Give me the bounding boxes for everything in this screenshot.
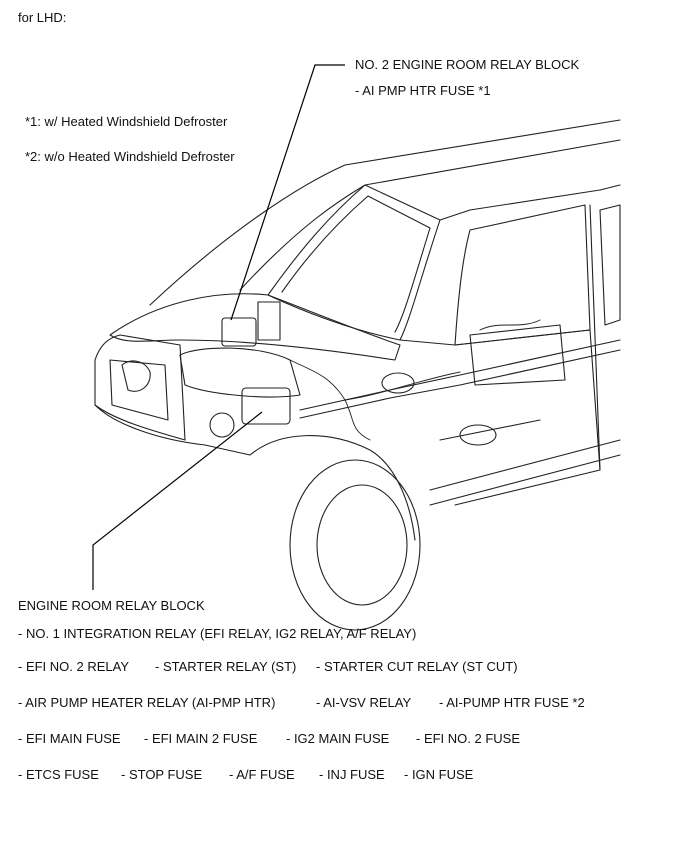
component-item: - STARTER CUT RELAY (ST CUT) [316,659,518,674]
component-item: - EFI MAIN 2 FUSE [144,731,258,746]
callout-top-title: NO. 2 ENGINE ROOM RELAY BLOCK [355,57,580,72]
footnote-1: *1: w/ Heated Windshield Defroster [25,114,228,129]
component-item: - ETCS FUSE [18,767,99,782]
wire-harness [289,319,541,441]
exhaust-pipe-2 [299,349,621,419]
front-fascia [94,334,186,441]
component-item: - IG2 MAIN FUSE [286,731,390,746]
a-pillar [439,184,621,221]
component-item: - EFI NO. 2 RELAY [18,659,130,674]
front-door-outline [399,329,601,506]
front-fender [249,435,416,541]
drive-shaft [439,419,541,441]
catalytic-converter [381,372,415,394]
component-item: - AI-PUMP HTR FUSE *2 [439,695,585,710]
component-item: - STOP FUSE [121,767,203,782]
component-item: - EFI NO. 2 FUSE [416,731,521,746]
component-item: - A/F FUSE [229,767,295,782]
component-item: - INJ FUSE [319,767,385,782]
front-door-window [454,204,591,346]
differential [459,424,497,446]
component-item: - IGN FUSE [404,767,474,782]
alternator-shape [209,412,235,438]
callout-top-item: - AI PMP HTR FUSE *1 [355,83,491,98]
rear-door-window [599,204,621,326]
leader-line-top [230,64,345,321]
relay-block-main-shape [241,387,291,425]
battery-shape [257,301,281,341]
rocker-panel-lower [429,439,621,491]
bumper [94,404,251,456]
callout-bottom-title: ENGINE ROOM RELAY BLOCK [18,598,205,613]
air-pump-shape [121,360,151,392]
windshield-outline [267,184,441,341]
rocker-panel [429,454,621,506]
footnote-2: *2: w/o Heated Windshield Defroster [25,149,235,164]
hood-outline [109,293,401,361]
component-item: - AI-VSV RELAY [316,695,412,710]
scope-label: for LHD: [18,10,67,25]
component-item: - STARTER RELAY (ST) [155,659,297,674]
relay-block-no2-shape [221,317,257,347]
front-wheel-rim [316,484,408,606]
roof-inner-line [239,139,621,291]
engine-intake [179,347,301,398]
b-pillar [589,204,601,471]
grille [109,359,169,421]
component-item: - AIR PUMP HEATER RELAY (AI-PMP HTR) [18,695,276,710]
leader-line-bottom [92,411,263,590]
windshield-inner [281,195,431,333]
component-item: - EFI MAIN FUSE [18,731,121,746]
front-wheel [289,459,421,631]
fuel-tank [469,324,566,386]
component-item: - NO. 1 INTEGRATION RELAY (EFI RELAY, IG… [18,626,417,641]
